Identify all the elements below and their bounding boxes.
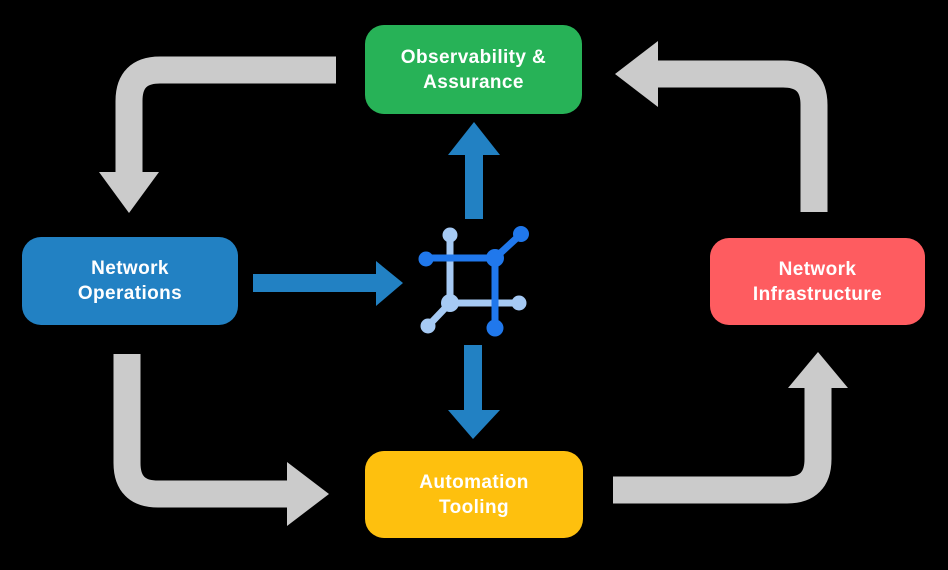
node-label-line: Network: [91, 258, 169, 279]
node-automation-tooling: Automation Tooling: [365, 451, 583, 538]
node-label-line: Infrastructure: [752, 283, 883, 305]
node-observability-assurance: Observability & Assurance: [365, 25, 582, 114]
arrow-operations-to-center: [253, 261, 403, 306]
node-network-infrastructure: Network Infrastructure: [710, 238, 925, 325]
arrow-observability-to-operations: [99, 56, 336, 213]
arrow-center-to-automation: [448, 345, 500, 439]
node-label-line: Observability &: [400, 46, 547, 68]
node-label-line: Network: [778, 258, 857, 280]
arrow-center-to-observability: [448, 122, 500, 219]
node-network-operations: Network Operations: [22, 237, 238, 325]
arrow-operations-to-automation: [113, 354, 329, 526]
arrow-infrastructure-to-observability: [615, 41, 828, 212]
node-label-line: Automation: [419, 471, 529, 493]
node-label-line: Assurance: [423, 71, 524, 93]
node-label-line: Tooling: [439, 496, 509, 518]
node-label-line: Operations: [77, 283, 183, 304]
network-mesh-icon: [418, 226, 529, 337]
arrow-automation-to-infrastructure: [613, 352, 848, 504]
